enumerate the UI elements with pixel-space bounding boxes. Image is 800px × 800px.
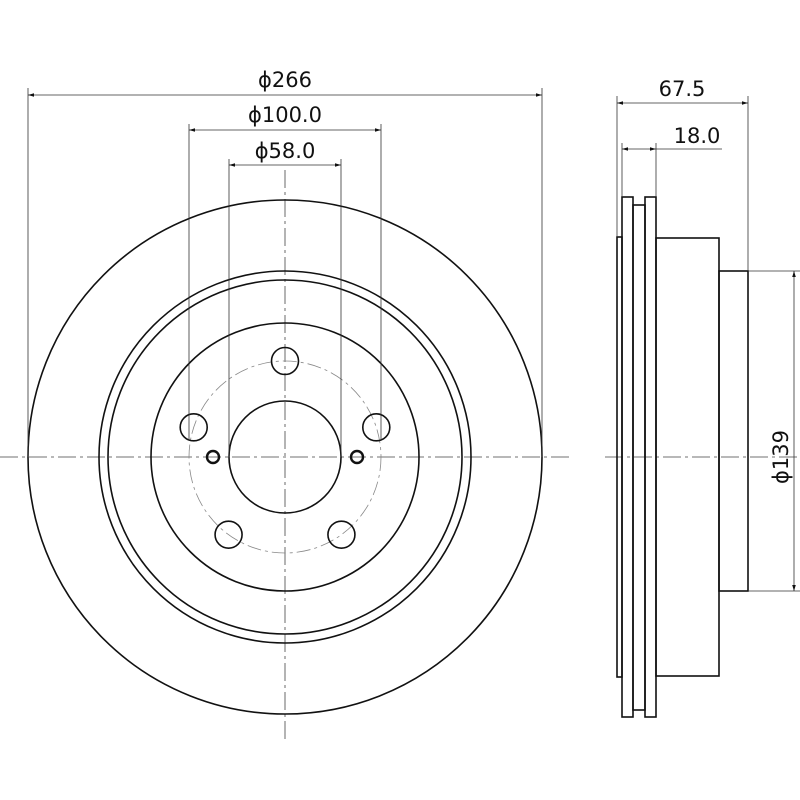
hat-outer-edge bbox=[107, 279, 463, 635]
bolt-circle-label: ϕ100.0 bbox=[248, 103, 322, 127]
bolt-hole bbox=[327, 520, 356, 549]
bolt-hole bbox=[270, 346, 300, 376]
center-bore-label: ϕ58.0 bbox=[255, 139, 316, 163]
bolt-circle bbox=[188, 360, 382, 554]
bolt-holes bbox=[179, 346, 391, 549]
hub-diameter-label: ϕ139 bbox=[769, 430, 793, 484]
thickness-label: 18.0 bbox=[674, 124, 721, 148]
height-label: 67.5 bbox=[659, 77, 706, 101]
locating-hole-right bbox=[349, 449, 365, 465]
friction-ring-inner-edge bbox=[98, 270, 472, 644]
hub-section bbox=[718, 270, 749, 592]
bolt-hole bbox=[179, 413, 208, 442]
bolt-hole bbox=[214, 520, 243, 549]
cooling-vanes bbox=[632, 204, 646, 711]
bolt-hole bbox=[362, 413, 391, 442]
hub-face-edge bbox=[150, 322, 420, 592]
locating-hole-left bbox=[205, 449, 221, 465]
front-view: ϕ266 ϕ100.0 ϕ58.0 bbox=[0, 68, 570, 740]
side-view: 67.5 18.0 ϕ139 bbox=[605, 77, 800, 718]
outer-diameter-label: ϕ266 bbox=[258, 68, 312, 92]
